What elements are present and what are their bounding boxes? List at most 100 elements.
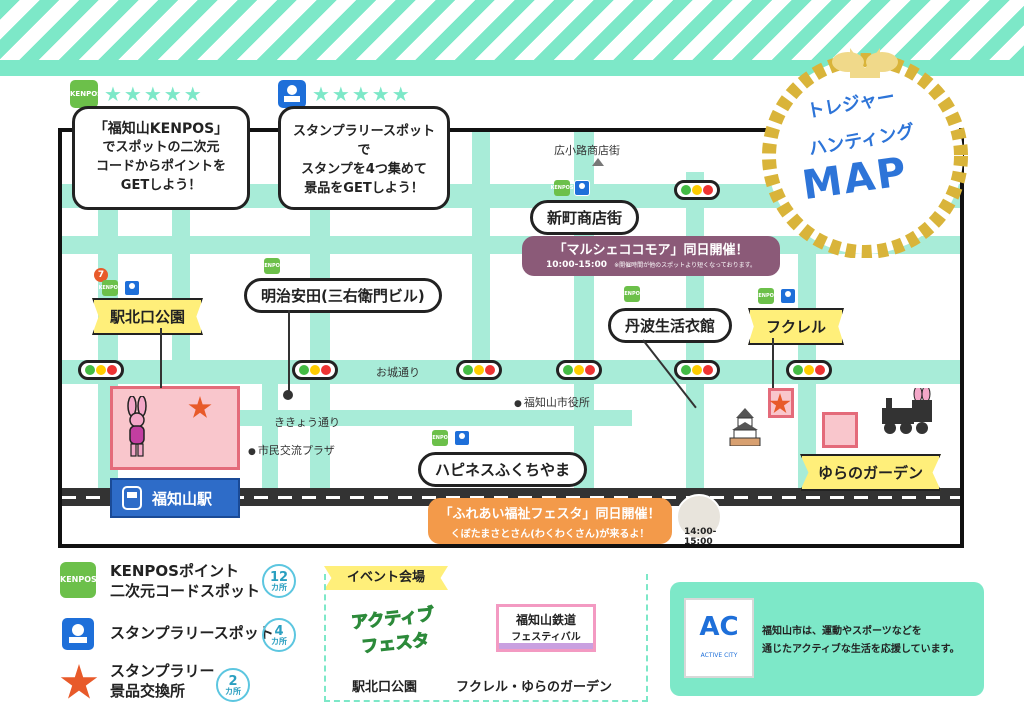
traffic-light-icon xyxy=(674,180,720,200)
stamp-icon xyxy=(780,288,796,304)
venues-header: イベント会場 xyxy=(324,566,448,590)
train-icon xyxy=(122,486,142,510)
legend-star-count-num: 2 xyxy=(228,673,238,689)
kenpos-icon: KENPOS xyxy=(99,280,122,296)
station-box: 福知山駅 xyxy=(110,478,240,518)
stamp-icon xyxy=(574,180,590,196)
legend-star-line1: スタンプラリー xyxy=(110,662,215,680)
active-city-logo-text: ACTIVE CITY xyxy=(700,652,738,659)
legend-stamp-count-num: 4 xyxy=(274,623,284,639)
laurel-wreath-icon xyxy=(762,48,968,258)
kenpos-callout: 「福知山KENPOS」 でスポットの二次元 コードからポイントを GETしよう！ xyxy=(72,106,250,210)
road-short xyxy=(262,384,278,488)
leader-dot xyxy=(283,390,293,400)
kenpos-callout-line1: 「福知山KENPOS」 xyxy=(93,121,229,137)
active-festa-logo: アクティブ フェスタ xyxy=(342,599,447,661)
kenpos-icon: KENPOS xyxy=(261,258,284,274)
header-band xyxy=(0,60,1024,76)
event-fureai-time: 14:00-15:00 xyxy=(684,527,717,547)
spot-meiji[interactable]: 明治安田(三右衛門ビル) xyxy=(244,278,442,313)
stamp-callout-line2: スタンプを4つ集めて xyxy=(301,161,427,177)
legend-star-line2: 景品交換所 xyxy=(110,681,186,700)
event-marche: 「マルシェココモア」同日開催！ 10:00-15:00 ※開催時間が他のスポット… xyxy=(522,236,780,276)
kenpos-callout-line2: でスポットの二次元 xyxy=(102,140,220,156)
spot-yurano[interactable]: ゆらのガーデン xyxy=(800,454,942,491)
kenpos-icon: KENPOS xyxy=(429,430,452,446)
arrow-up-icon xyxy=(592,158,604,166)
railway xyxy=(62,488,960,506)
legend-kenpos-count: 12 カ所 xyxy=(262,564,296,598)
event-marche-time: 10:00-15:00 xyxy=(545,260,608,270)
active-city-text-line2: 通じたアクティブな生活を応援しています。 xyxy=(762,644,960,655)
spot-shinmachi[interactable]: 新町商店街 xyxy=(530,200,640,235)
kenpos-callout-stars: ★★★★★ xyxy=(104,82,204,106)
header-stripes xyxy=(0,0,1024,60)
traffic-light-icon xyxy=(556,360,602,380)
stamp-callout-line3: 景品をGETしよう！ xyxy=(304,180,424,196)
title-badge: トレジャー ハンティング MAP xyxy=(740,38,990,258)
legend-kenpos-line2: 二次元コードスポット xyxy=(110,581,261,600)
venues-box xyxy=(324,574,648,702)
active-city-text-line1: 福知山市は、運動やスポーツなどを xyxy=(762,626,922,637)
legend-count-unit: カ所 xyxy=(271,636,287,646)
traffic-light-icon xyxy=(674,360,720,380)
spot-fukureru[interactable]: フクレル xyxy=(748,308,845,345)
legend-kenpos-label: KENPOSポイント 二次元コードスポット xyxy=(110,562,260,601)
traffic-light-icon xyxy=(786,360,832,380)
event-marche-note: ※開催時間が他のスポットより短くなっております。 xyxy=(614,262,756,269)
legend-kenpos-icon: KENPOS xyxy=(60,562,97,598)
venue2-label: フクレル・ゆらのガーデン xyxy=(456,680,613,695)
leader-line xyxy=(160,328,162,388)
stamp-callout-line1: スタンプラリースポットで xyxy=(293,124,435,158)
venue1-label: 駅北口公園 xyxy=(352,680,418,695)
active-city-box: AC ACTIVE CITY 福知山市は、運動やスポーツなどを 通じたアクティブ… xyxy=(670,582,984,696)
stamp-icon xyxy=(124,280,140,296)
legend-star-icon xyxy=(60,664,98,699)
road-kikyo xyxy=(202,410,632,426)
stamp-callout-stars: ★★★★★ xyxy=(312,82,412,106)
legend-star-label: スタンプラリー 景品交換所 xyxy=(110,662,215,701)
kenpos-icon: KENPOS xyxy=(621,286,644,302)
place-shiyakusho: 福知山市役所 xyxy=(514,394,590,410)
legend-stamp-count: 4 カ所 xyxy=(262,618,296,652)
railway-logo-line1: 福知山鉄道 xyxy=(515,613,576,627)
spot-tamba[interactable]: 丹波生活衣館 xyxy=(608,308,733,343)
traffic-light-icon xyxy=(292,360,338,380)
kenpos-callout-icon: KENPOS xyxy=(70,80,102,108)
stamp-icon xyxy=(454,430,470,446)
legend-stamp-icon xyxy=(62,618,94,650)
legend-count-unit: カ所 xyxy=(271,582,287,592)
event-fureai: 「ふれあい福祉フェスタ」同日開催！ くぼたまさとさん(わくわくさん)が来るよ！ xyxy=(428,498,672,544)
legend-count-unit: カ所 xyxy=(225,686,241,696)
active-city-logo: AC ACTIVE CITY xyxy=(684,598,754,678)
stamp-callout-icon xyxy=(278,80,306,108)
event-marche-title: 「マルシェココモア」同日開催！ xyxy=(553,243,749,258)
spot-ekikita[interactable]: 駅北口公園 xyxy=(92,298,204,335)
event-fureai-title: 「ふれあい福祉フェスタ」同日開催！ xyxy=(439,507,661,522)
stamp-callout: スタンプラリースポットで スタンプを4つ集めて 景品をGETしよう！ xyxy=(278,106,450,210)
station-name: 福知山駅 xyxy=(152,489,213,508)
place-shimin: 市民交流プラザ xyxy=(248,442,335,458)
steam-locomotive-icon xyxy=(876,385,936,438)
event-fureai-photo xyxy=(676,494,722,540)
kenpos-callout-line4: GETしよう！ xyxy=(120,177,202,193)
castle-icon xyxy=(728,406,762,447)
bunny-mascot-icon xyxy=(122,395,152,458)
kenpos-callout-line3: コードからポイントを xyxy=(95,159,226,175)
road-v4 xyxy=(472,132,490,362)
railway-festival-logo: 福知山鉄道 フェスティバル xyxy=(496,604,596,652)
street-hirokoji: 広小路商店街 xyxy=(554,144,620,157)
number-badge: 7 xyxy=(94,268,108,282)
legend-kenpos-count-num: 12 xyxy=(269,569,289,585)
area-fukureru xyxy=(768,388,794,418)
legend-stamp-label: スタンプラリースポット xyxy=(110,624,274,642)
kenpos-icon: KENPOS xyxy=(755,288,778,304)
traffic-light-icon xyxy=(78,360,124,380)
leader-line xyxy=(772,338,774,388)
spot-happiness[interactable]: ハピネスふくちやま xyxy=(418,452,588,487)
leader-line xyxy=(288,310,290,394)
kenpos-icon: KENPOS xyxy=(551,180,574,196)
legend-kenpos-line1: KENPOSポイント xyxy=(110,562,239,580)
area-yurano-garden xyxy=(822,412,858,448)
traffic-light-icon xyxy=(456,360,502,380)
